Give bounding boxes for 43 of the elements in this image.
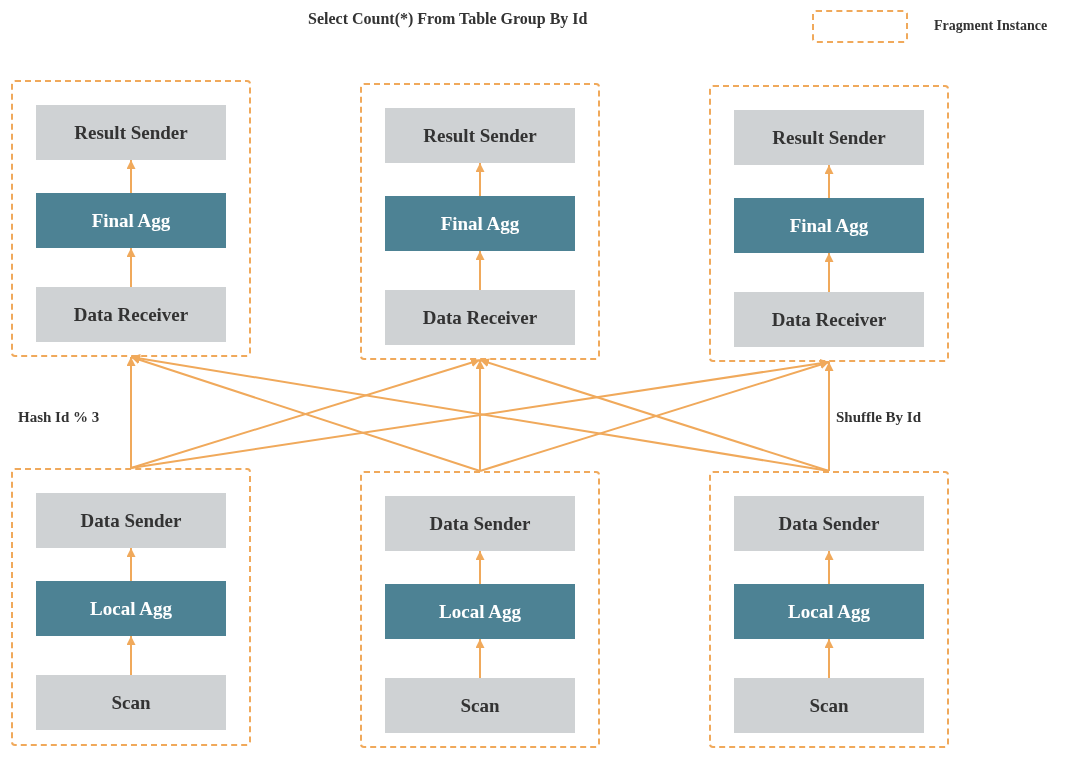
fragment-instance-frame bbox=[360, 83, 600, 360]
aggregation-box: Final Agg bbox=[385, 196, 575, 251]
operator-box: Scan bbox=[36, 675, 226, 730]
diagram-title: Select Count(*) From Table Group By Id bbox=[308, 10, 588, 28]
arrow bbox=[126, 356, 136, 469]
operator-box: Result Sender bbox=[36, 105, 226, 160]
arrow bbox=[824, 361, 834, 472]
operator-box: Data Sender bbox=[385, 496, 575, 551]
aggregation-box: Final Agg bbox=[36, 193, 226, 248]
operator-box: Data Sender bbox=[734, 496, 924, 551]
operator-box: Data Sender bbox=[36, 493, 226, 548]
aggregation-box: Local Agg bbox=[734, 584, 924, 639]
fragment-instance-frame bbox=[11, 468, 251, 746]
arrow bbox=[824, 164, 834, 199]
arrow bbox=[824, 252, 834, 293]
operator-box: Data Receiver bbox=[36, 287, 226, 342]
operator-box: Data Receiver bbox=[385, 290, 575, 345]
operator-box: Scan bbox=[385, 678, 575, 733]
edge-group-label: Shuffle By Id bbox=[836, 409, 922, 426]
arrow bbox=[475, 162, 485, 197]
arrow bbox=[475, 638, 485, 679]
arrow bbox=[475, 250, 485, 291]
operator-box: Data Receiver bbox=[734, 292, 924, 347]
aggregation-box: Local Agg bbox=[385, 584, 575, 639]
legend-label: Fragment Instance bbox=[934, 18, 1048, 34]
operator-box: Result Sender bbox=[734, 110, 924, 165]
operator-box: Result Sender bbox=[385, 108, 575, 163]
aggregation-box: Final Agg bbox=[734, 198, 924, 253]
arrow bbox=[126, 247, 136, 288]
arrow bbox=[126, 635, 136, 676]
arrow bbox=[126, 159, 136, 194]
arrow bbox=[475, 359, 485, 472]
operator-box: Scan bbox=[734, 678, 924, 733]
aggregation-box: Local Agg bbox=[36, 581, 226, 636]
edge-group-label: Hash Id % 3 bbox=[18, 409, 100, 426]
arrow bbox=[824, 638, 834, 679]
fragment-instance-frame bbox=[360, 471, 600, 748]
fragment-instance-frame bbox=[11, 80, 251, 357]
arrow bbox=[824, 550, 834, 585]
arrow bbox=[126, 547, 136, 582]
fragment-instance-frame bbox=[709, 471, 949, 748]
arrow bbox=[475, 550, 485, 585]
fragment-instance-frame bbox=[709, 85, 949, 362]
